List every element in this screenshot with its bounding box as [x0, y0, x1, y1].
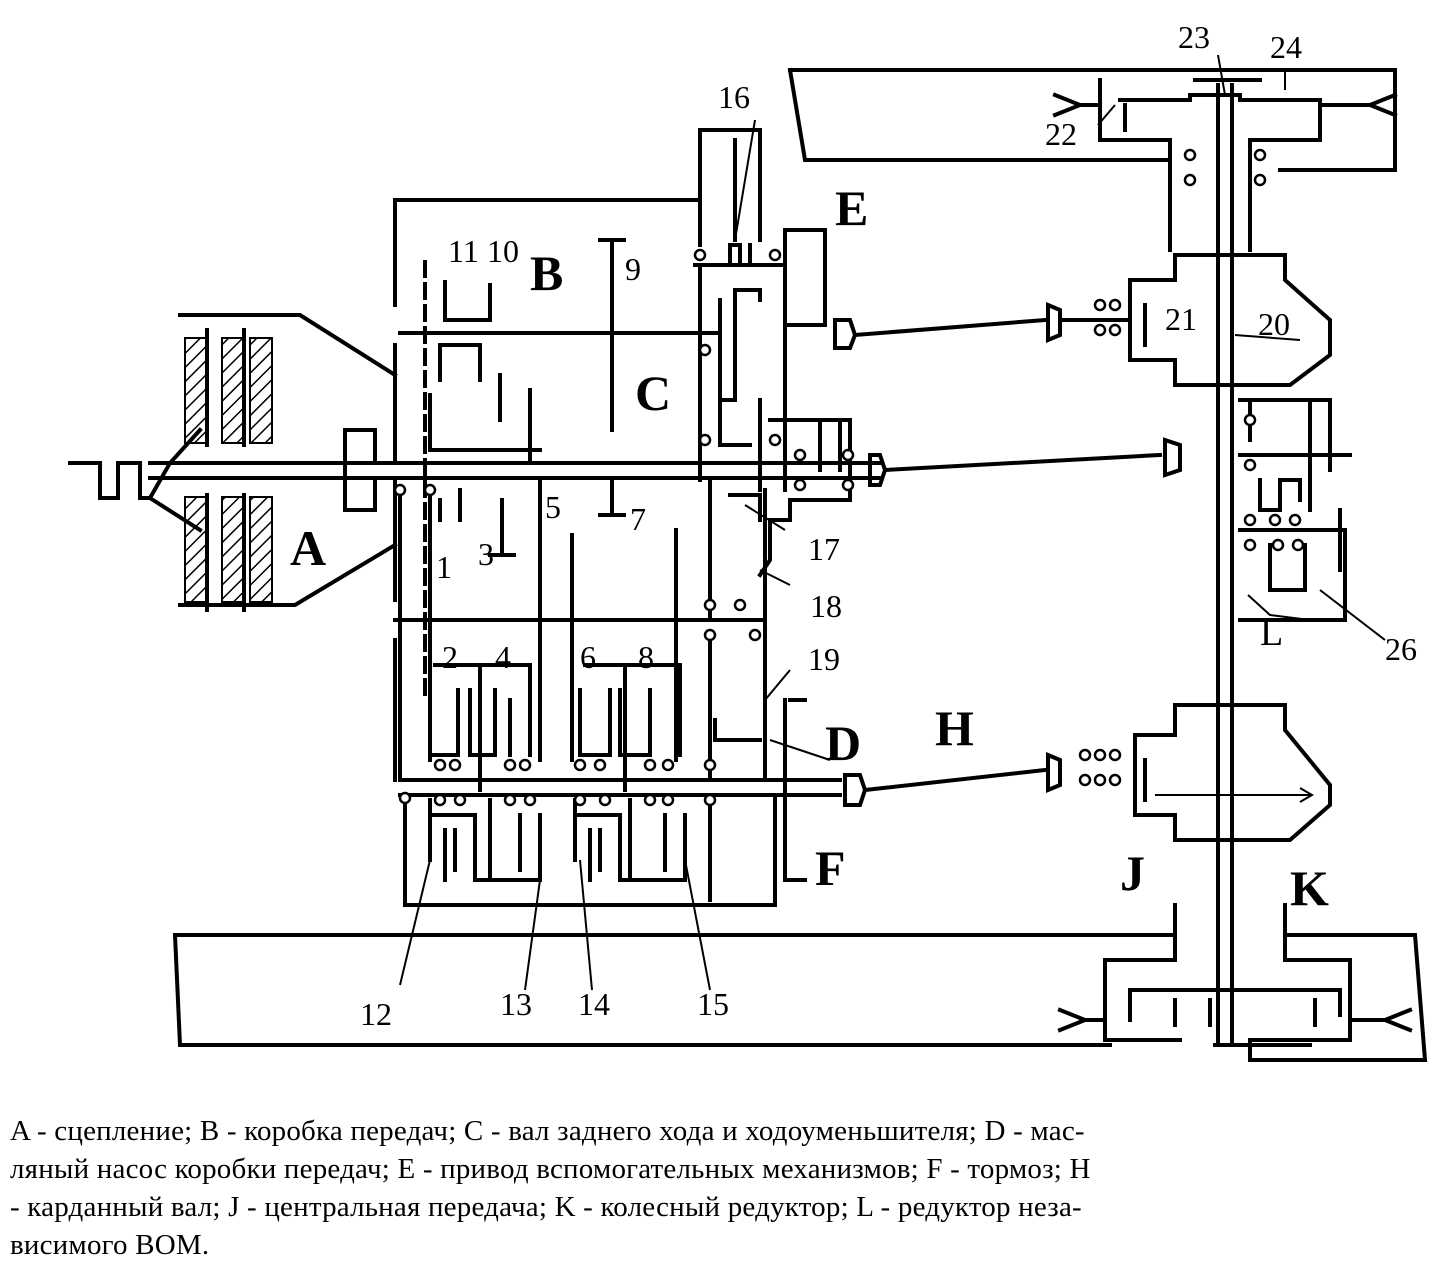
label-26: 26: [1385, 631, 1417, 667]
label-21: 21: [1165, 301, 1197, 337]
label-9: 9: [625, 251, 641, 287]
label-18: 18: [810, 588, 842, 624]
rear-axle-upper: [787, 67, 1398, 1047]
label-4: 4: [495, 639, 511, 675]
label-2: 2: [442, 639, 458, 675]
central-drive-j: [1078, 703, 1332, 842]
label-d: D: [825, 715, 861, 771]
label-19: 19: [808, 641, 840, 677]
label-3: 3: [478, 536, 494, 572]
central-drive: [1058, 253, 1332, 387]
label-16: 16: [718, 79, 750, 115]
label-6: 6: [580, 639, 596, 675]
caption-line: ляный насос коробки передач; E - привод …: [10, 1153, 1091, 1185]
label-17: 17: [808, 531, 840, 567]
caption-line: A - сцепление; B - коробка передач; C - …: [10, 1115, 1085, 1147]
label-a: A: [290, 520, 326, 576]
caption-line: висимого ВОМ.: [10, 1229, 210, 1261]
label-b: B: [530, 245, 563, 301]
label-h: H: [935, 700, 974, 756]
label-l: L: [1260, 612, 1283, 654]
figure-caption: A - сцепление; B - коробка передач; C - …: [10, 1112, 1390, 1264]
pto-reducer-l: [1238, 398, 1386, 641]
label-14: 14: [578, 986, 610, 1022]
cardan-shafts: [833, 302, 1182, 807]
label-5: 5: [545, 489, 561, 525]
transmission-kinematic-diagram: A B C D E F H J K L 1 2 3 4 5 6 7 8 9 10…: [68, 19, 1428, 1062]
label-20: 20: [1258, 306, 1290, 342]
gearbox-b: [393, 198, 842, 907]
output-block: [728, 418, 855, 578]
aux-drive-e: [693, 128, 827, 492]
clutch-a: [68, 313, 398, 612]
label-22: 22: [1045, 116, 1077, 152]
label-23: 23: [1178, 19, 1210, 55]
label-e: E: [835, 180, 868, 236]
label-f: F: [815, 840, 846, 896]
label-8: 8: [638, 639, 654, 675]
label-10: 10: [487, 233, 519, 269]
label-k: K: [1290, 860, 1329, 916]
leader-lines: [399, 54, 1286, 991]
label-15: 15: [697, 986, 729, 1022]
label-c: C: [635, 365, 671, 421]
label-12: 12: [360, 996, 392, 1032]
label-1: 1: [436, 549, 452, 585]
label-7: 7: [630, 501, 646, 537]
wheel-reducer-k: [172, 903, 1428, 1062]
label-j: J: [1120, 845, 1145, 901]
caption-line: - карданный вал; J - центральная передач…: [10, 1191, 1082, 1223]
label-13: 13: [500, 986, 532, 1022]
label-11: 11: [448, 233, 479, 269]
label-24: 24: [1270, 29, 1302, 65]
